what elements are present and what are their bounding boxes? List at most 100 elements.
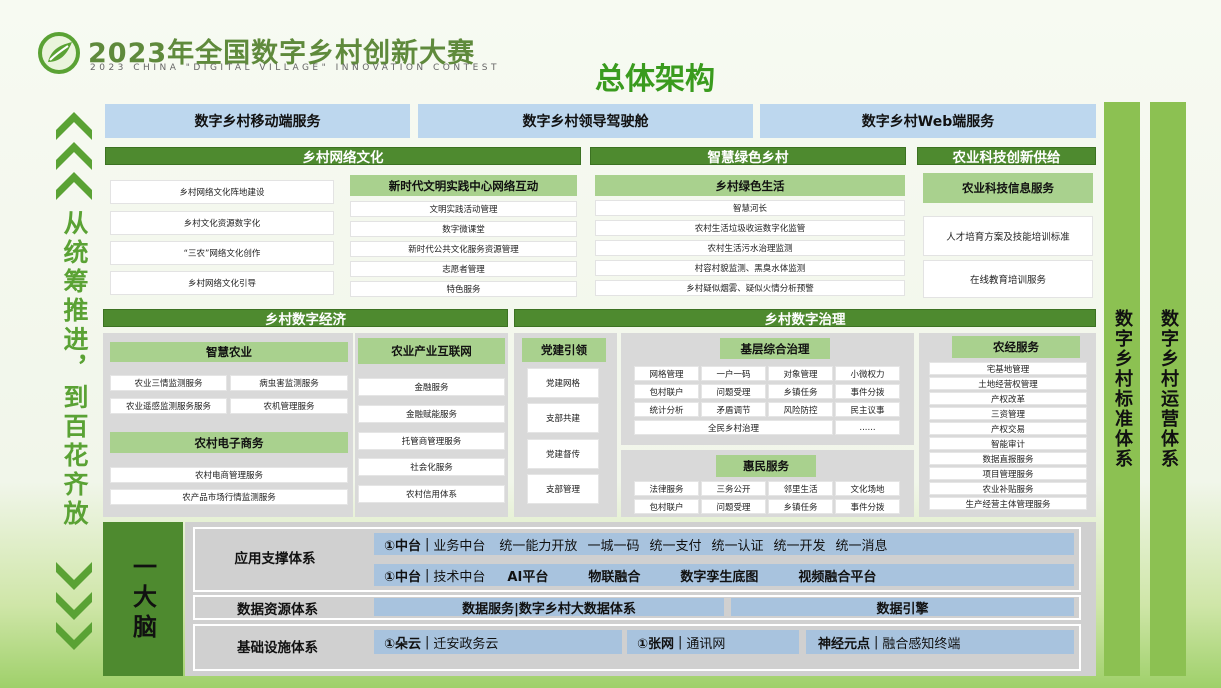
governance-header: 乡村数字治理 <box>514 309 1096 328</box>
tech-info-header: 农业科技信息服务 <box>923 173 1093 203</box>
cloud-bar: ①朵云 | 迁安政务云 <box>374 630 622 654</box>
net-sep: | <box>678 634 683 650</box>
party-item: 支部共建 <box>527 403 599 433</box>
mid-sep: | <box>425 567 430 583</box>
cloud-name: 迁安政务云 <box>433 636 499 652</box>
grassroots-cell: 乡镇任务 <box>768 384 833 399</box>
net-prefix: ①张网 <box>637 636 675 652</box>
civilization-item: 特色服务 <box>350 281 577 297</box>
agri-econ-item: 土地经营权管理 <box>929 377 1087 390</box>
app-support-box <box>193 527 1081 592</box>
operation-system-bar: 数字乡村运营体系 <box>1150 102 1186 676</box>
civilization-item: 数字微课堂 <box>350 221 577 237</box>
chevron-down-icons <box>56 562 92 650</box>
civilization-item: 志愿者管理 <box>350 261 577 277</box>
contest-title: 2023年全国数字乡村创新大赛 <box>88 38 476 69</box>
ecommerce-item: 农村电商管理服务 <box>110 467 348 483</box>
tech-item: 视频融合平台 <box>798 569 877 585</box>
agri-econ-item: 数据直报服务 <box>929 452 1087 465</box>
mobile-service-bar: 数字乡村移动端服务 <box>105 104 410 138</box>
left-slogan: 从统筹推进，到百花齐放 <box>60 210 89 529</box>
green-life-header: 乡村绿色生活 <box>595 175 905 196</box>
tech-item: 人才培育方案及技能培训标准 <box>923 216 1093 256</box>
grassroots-cell: 统计分析 <box>634 402 699 417</box>
culture-item: 乡村文化资源数字化 <box>110 211 334 235</box>
tech-middle-name: 技术中台 <box>433 569 486 585</box>
culture-item: 乡村网络文化引导 <box>110 271 334 295</box>
benefit-cell: 三务公开 <box>701 481 766 496</box>
party-item: 党建网格 <box>527 368 599 398</box>
grassroots-cell: 民主议事 <box>835 402 900 417</box>
economy-header: 乡村数字经济 <box>103 309 508 328</box>
agri-internet-item: 金融服务 <box>358 378 505 396</box>
one-brain-label: 一大脑 <box>103 522 183 676</box>
green-item: 农村生活污水治理监测 <box>595 240 905 256</box>
benefit-cell: 包村联户 <box>634 499 699 514</box>
network-bar: ①张网 | 通讯网 <box>627 630 799 654</box>
civilization-item: 文明实践活动管理 <box>350 201 577 217</box>
culture-item: 乡村网络文化阵地建设 <box>110 180 334 204</box>
data-resource-label: 数据资源体系 <box>237 602 318 618</box>
agri-econ-item: 项目管理服务 <box>929 467 1087 480</box>
agri-econ-item: 三资管理 <box>929 407 1087 420</box>
civilization-center-header: 新时代文明实践中心网络互动 <box>350 175 577 196</box>
nerve-sep: | <box>874 634 879 650</box>
leader-cockpit-bar: 数字乡村领导驾驶舱 <box>418 104 753 138</box>
page-title: 总体架构 <box>595 62 715 97</box>
benefit-cell: 乡镇任务 <box>768 499 833 514</box>
business-middle-bar: ①中台 | 业务中台 统一能力开放 一城一码 统一支付 统一认证 统一开发 统一… <box>374 533 1074 555</box>
smart-agri-item: 农业遥感监测服务服务 <box>110 398 227 414</box>
party-item: 支部管理 <box>527 474 599 504</box>
green-village-header: 智慧绿色乡村 <box>590 147 906 166</box>
agri-econ-item: 宅基地管理 <box>929 362 1087 375</box>
green-item: 智慧河长 <box>595 200 905 216</box>
party-header: 党建引领 <box>522 338 606 362</box>
tech-header: 农业科技创新供给 <box>917 147 1096 166</box>
business-item: 一城一码 <box>587 538 640 554</box>
data-service-bar: 数据服务|数字乡村大数据体系 <box>374 598 724 617</box>
agri-internet-item: 托管商管理服务 <box>358 432 505 450</box>
chevron-up-icons <box>56 112 92 200</box>
ecommerce-header: 农村电子商务 <box>110 432 348 453</box>
grassroots-cell: 问题受理 <box>701 384 766 399</box>
contest-subtitle: 2023 CHINA "DIGITAL VILLAGE" INNOVATION … <box>90 63 501 73</box>
grassroots-cell: 包村联户 <box>634 384 699 399</box>
agri-internet-item: 社会化服务 <box>358 458 505 476</box>
agri-internet-item: 金融赋能服务 <box>358 405 505 423</box>
culture-header: 乡村网络文化 <box>105 147 581 166</box>
benefit-cell: 事件分拨 <box>835 499 900 514</box>
business-item: 统一支付 <box>649 538 702 554</box>
agri-econ-item: 产权改革 <box>929 392 1087 405</box>
grassroots-cell: 全民乡村治理 <box>634 420 833 435</box>
benefit-cell: 文化场地 <box>835 481 900 496</box>
benefit-header: 惠民服务 <box>716 455 816 477</box>
agri-econ-item: 产权交易 <box>929 422 1087 435</box>
benefit-cell: 问题受理 <box>701 499 766 514</box>
infra-box <box>193 624 1081 671</box>
grassroots-cell: 对象管理 <box>768 366 833 381</box>
green-item: 农村生活垃圾收运数字化监管 <box>595 220 905 236</box>
leaf-logo-icon <box>48 42 72 62</box>
data-engine-bar: 数据引擎 <box>731 598 1074 617</box>
contest-logo <box>38 32 80 74</box>
tech-item: 数字孪生底图 <box>680 569 759 585</box>
business-item: 统一开发 <box>773 538 826 554</box>
agri-econ-item: 农业补贴服务 <box>929 482 1087 495</box>
smart-agri-item: 农业三情监测服务 <box>110 375 227 391</box>
business-item: 统一认证 <box>711 538 764 554</box>
grassroots-cell: 一户一码 <box>701 366 766 381</box>
agri-econ-header: 农经服务 <box>952 336 1080 358</box>
cloud-prefix: ①朵云 <box>384 636 422 652</box>
culture-item: “三农”网络文化创作 <box>110 241 334 265</box>
app-support-label: 应用支撑体系 <box>234 551 316 567</box>
grassroots-cell: 网格管理 <box>634 366 699 381</box>
green-item: 村容村貌监测、黑臭水体监测 <box>595 260 905 276</box>
tech-middle-bar: ①中台 | 技术中台 AI平台 物联融合 数字孪生底图 视频融合平台 <box>374 564 1074 586</box>
business-item: 统一消息 <box>835 538 888 554</box>
grassroots-cell: ...... <box>835 420 900 435</box>
infra-label: 基础设施体系 <box>237 640 318 656</box>
grassroots-cell: 小微权力 <box>835 366 900 381</box>
civilization-item: 新时代公共文化服务资源管理 <box>350 241 577 257</box>
smart-agri-header: 智慧农业 <box>110 342 348 362</box>
grassroots-cell: 风险防控 <box>768 402 833 417</box>
